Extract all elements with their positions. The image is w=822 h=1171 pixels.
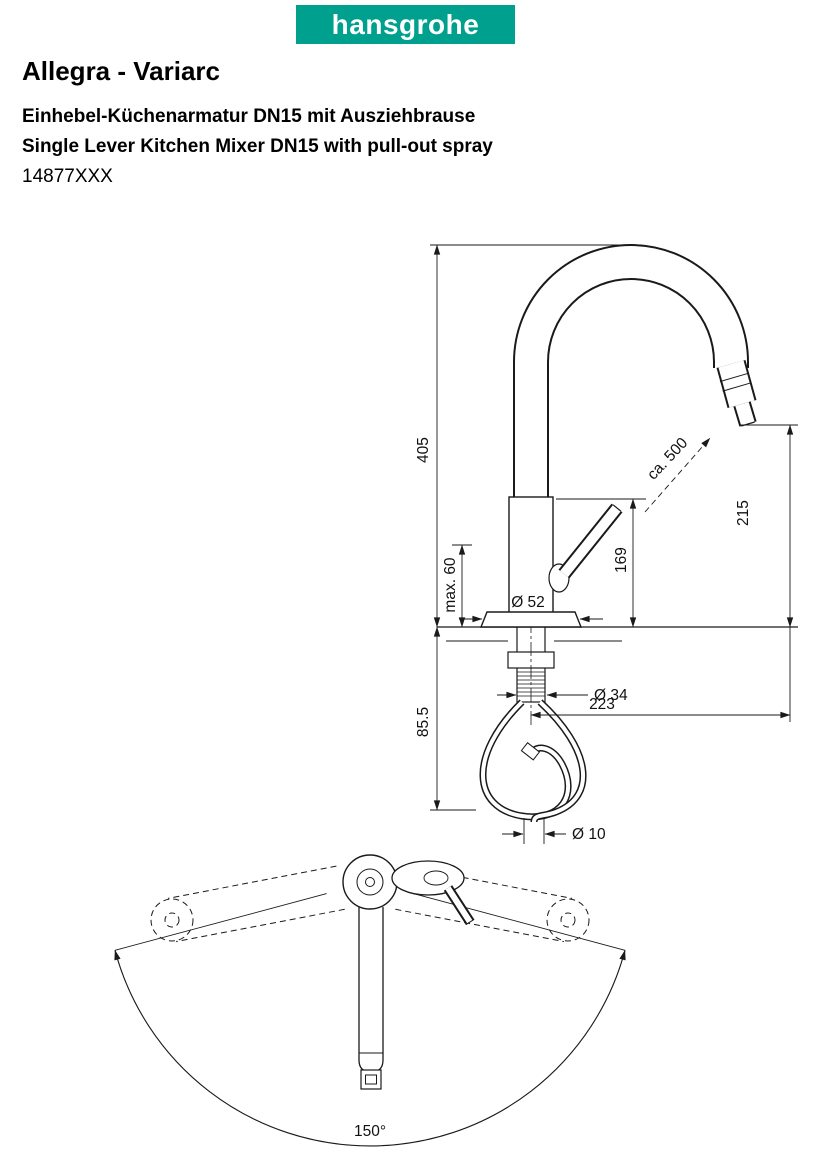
handle-top-view: [391, 860, 475, 926]
spout-swing-right: [395, 865, 590, 943]
dim-max-mounting-label: max. 60: [442, 557, 459, 613]
spout-swing-left: [150, 865, 345, 943]
pull-out-spray-head: [716, 360, 757, 427]
product-description-en: Single Lever Kitchen Mixer DN15 with pul…: [22, 136, 493, 157]
swivel-angle-label: 150°: [354, 1123, 386, 1140]
dim-shank-diameter-label: Ø 34: [594, 687, 628, 704]
hose-connector: [520, 742, 541, 761]
faucet-hub-inner-ring: [356, 868, 384, 896]
swivel-arc: [114, 949, 626, 1147]
spout-top-view: [358, 907, 384, 1090]
product-series-title: Allegra - Variarc: [22, 56, 220, 86]
front-view: 405 max. 60 169 Ø 52 ca. 500: [415, 244, 798, 844]
dim-spout-height-label: 169: [613, 547, 630, 573]
faucet-hub-center: [365, 877, 375, 887]
dim-spray-height-label: 215: [735, 500, 752, 526]
base-flange: [479, 611, 583, 628]
supply-hoses: [479, 699, 587, 823]
product-description-de: Einhebel-Küchenarmatur DN15 mit Ausziehb…: [22, 106, 476, 127]
hansgrohe-logo: hansgrohe: [296, 5, 515, 44]
dim-hose-length-label: ca. 500: [644, 434, 691, 483]
swivel-leg-right: [413, 893, 626, 951]
spout-pipe: [513, 244, 749, 500]
hansgrohe-logo-text: hansgrohe: [331, 8, 480, 40]
dim-hose-diameter-label: Ø 10: [572, 826, 606, 843]
dim-shank-length-label: 85.5: [415, 707, 432, 737]
dim-base-diameter-label: Ø 52: [511, 594, 545, 611]
faucet-hub-top: [342, 854, 398, 910]
swivel-leg-left: [114, 893, 327, 951]
lever-handle: [548, 503, 623, 593]
top-view: 150°: [114, 854, 626, 1147]
dim-total-height-label: 405: [415, 437, 432, 463]
dim-reach-label: 223: [589, 696, 615, 713]
model-number: 14877XXX: [22, 166, 113, 187]
